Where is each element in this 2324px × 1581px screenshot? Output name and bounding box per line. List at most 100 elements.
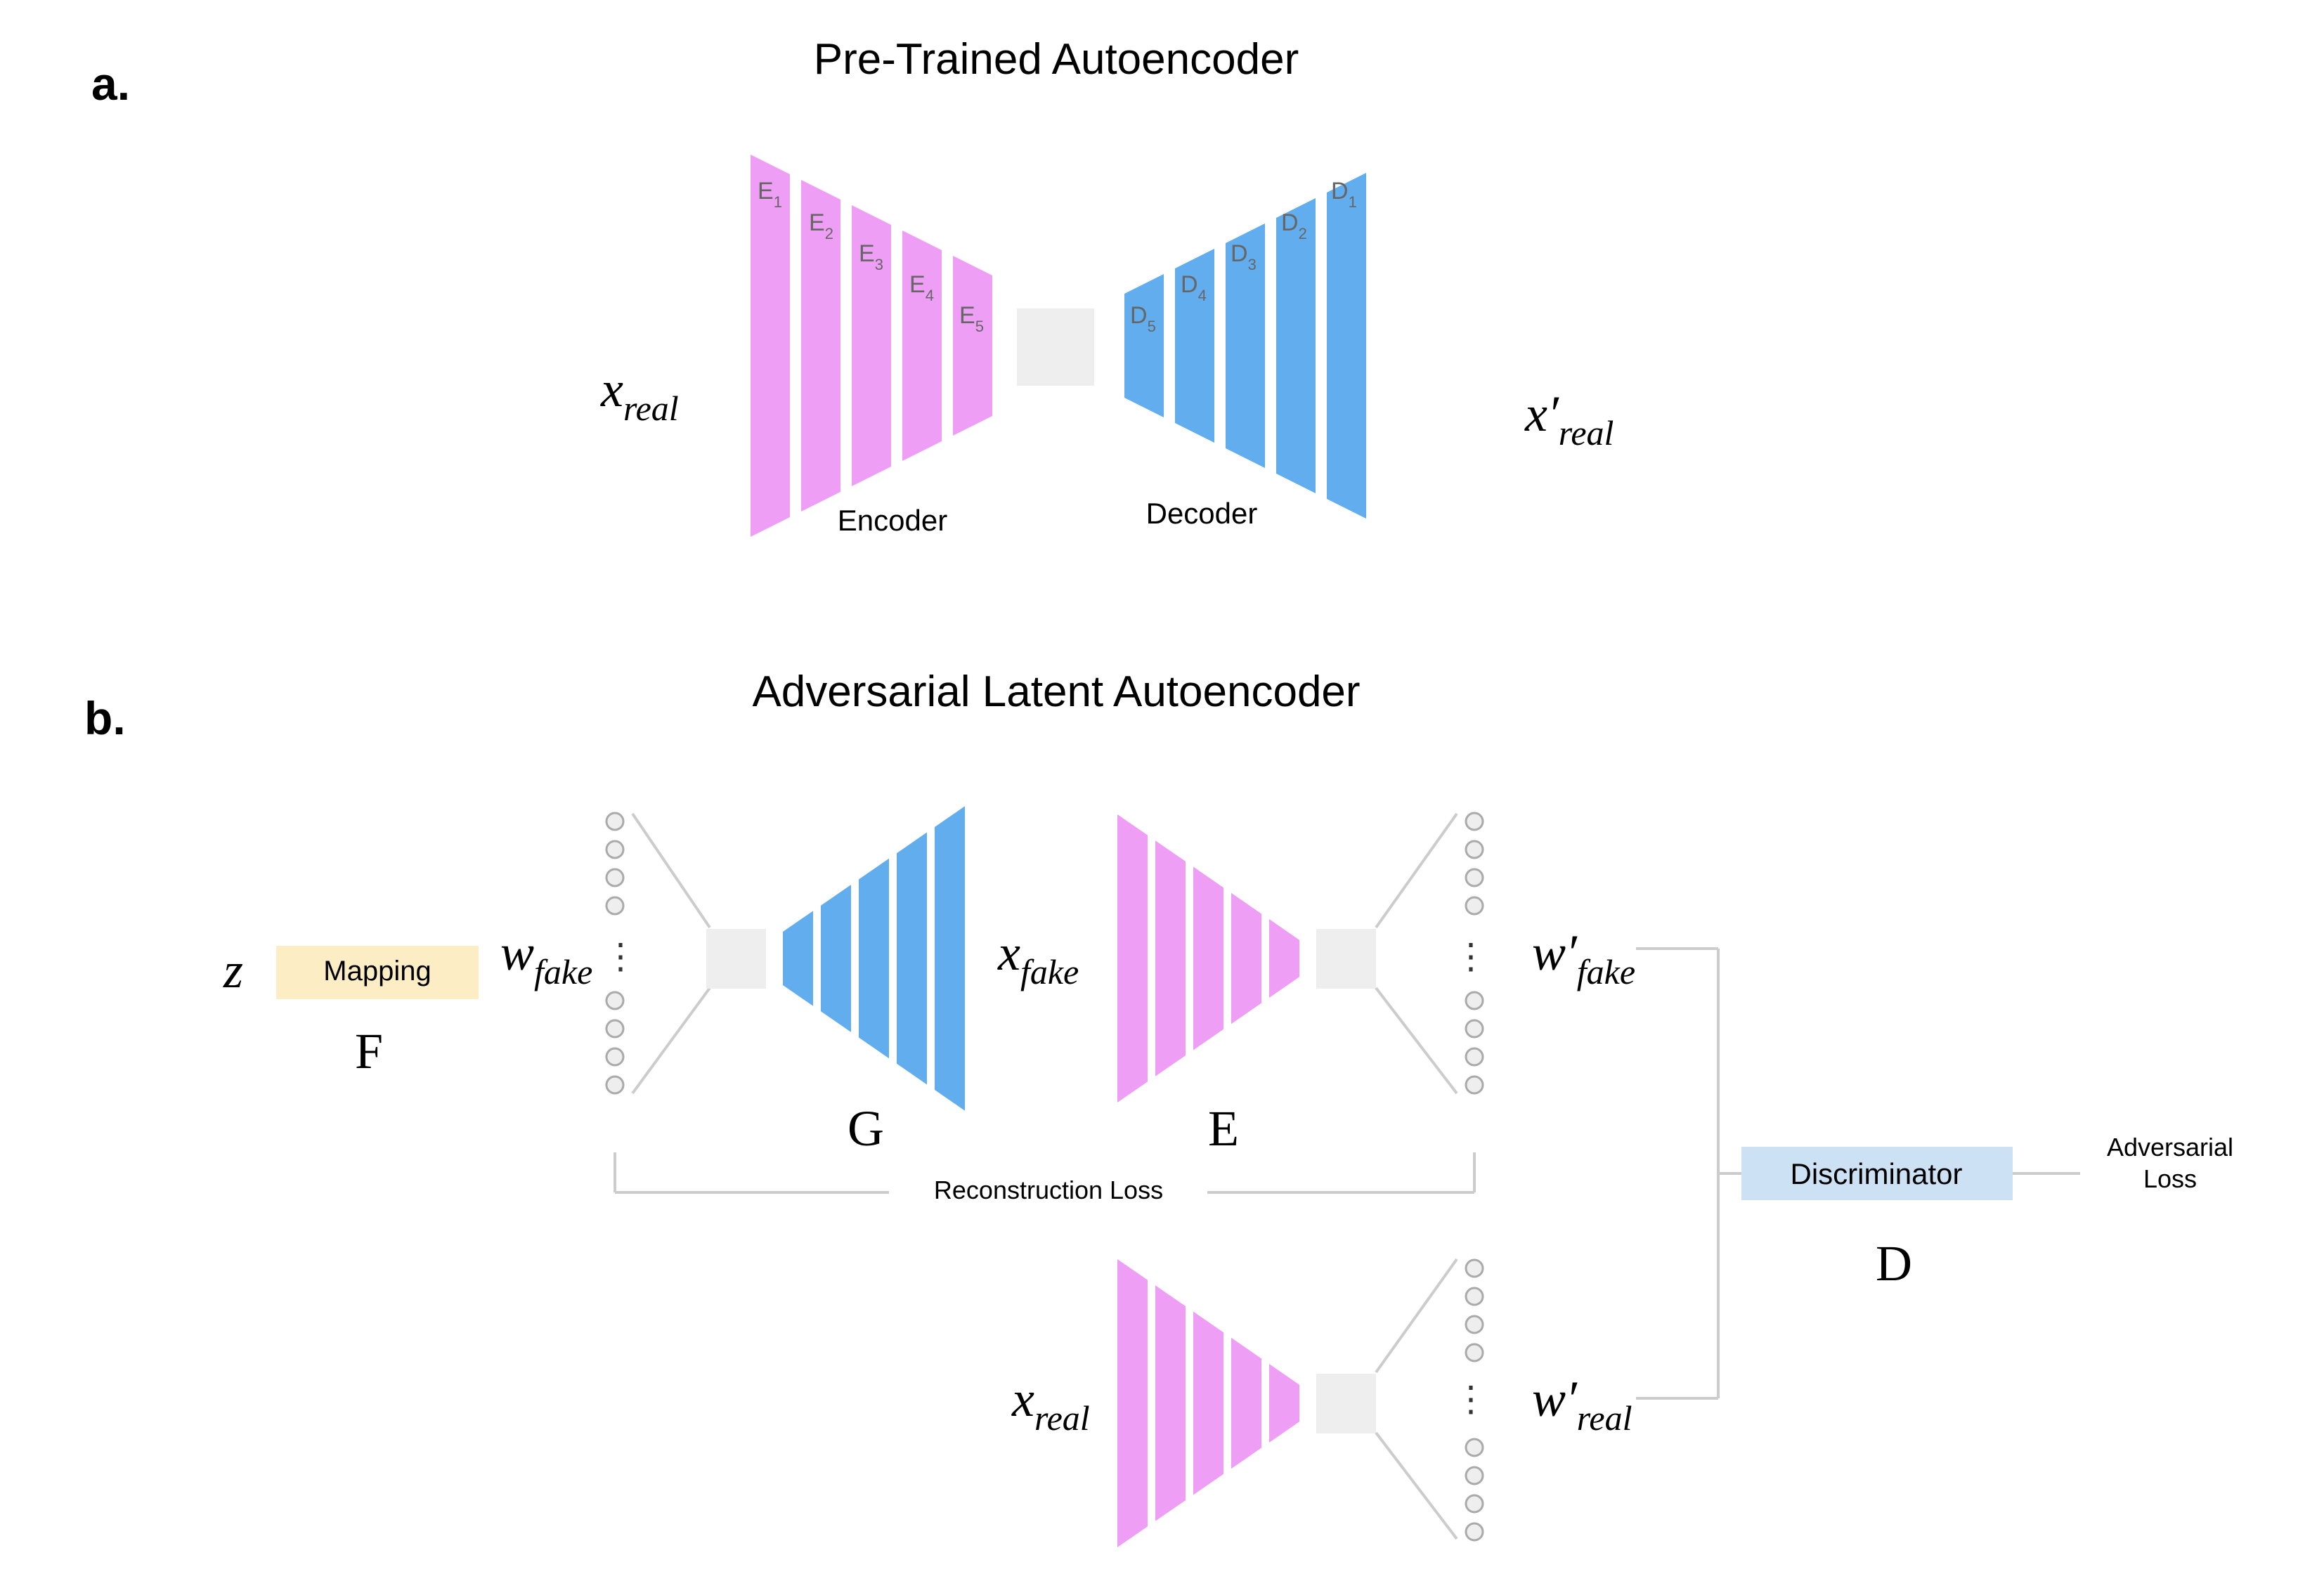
x-real-input-label: xreal	[600, 361, 679, 428]
connector-w-prime-real-bottom	[1375, 1431, 1458, 1540]
w-prime-real-node-3	[1465, 1315, 1484, 1334]
w-fake-label: wfake	[500, 925, 592, 991]
w-fake-node-7	[605, 1047, 625, 1067]
layer-label-e2: E2	[809, 209, 833, 242]
pretrained-decoder-layer-5	[1327, 173, 1366, 519]
encoder-real-layer-4	[1231, 1337, 1261, 1469]
encoder-fake-latent-box	[1316, 929, 1376, 989]
connector-w-fake-bottom	[631, 987, 711, 1095]
encoder-fake-layer-4	[1231, 892, 1261, 1024]
x-prime-real-output-label: x′real	[1524, 386, 1614, 453]
w-prime-real-node-7	[1465, 1494, 1484, 1514]
encoder-fake-layer-5	[1269, 919, 1299, 998]
encoder-real-layer-5	[1269, 1364, 1299, 1443]
d-label: D	[1876, 1235, 1912, 1292]
generator-latent-box	[706, 929, 766, 989]
ellipsis-w-prime-real: ⋮	[1453, 1379, 1488, 1419]
w-fake-node-6	[605, 1019, 625, 1039]
pretrained-encoder-layer-4	[902, 230, 942, 461]
w-prime-fake-node-7	[1465, 1047, 1484, 1067]
encoder-fake-layer-2	[1155, 840, 1186, 1076]
x-fake-label: xfake	[997, 925, 1079, 991]
encoder-label: Encoder	[838, 504, 947, 537]
panel-b-label: b.	[84, 692, 126, 744]
w-fake-node-5	[605, 991, 625, 1010]
encoder-real-layer-3	[1193, 1311, 1223, 1495]
connector-w-prime-fake-top	[1375, 812, 1458, 929]
connector-w-prime-real-top	[1375, 1258, 1458, 1374]
w-prime-fake-label: w′fake	[1532, 925, 1635, 991]
encoder-real-latent-box	[1316, 1374, 1376, 1433]
w-fake-node-2	[605, 840, 625, 859]
panel-a-label: a.	[91, 58, 130, 110]
w-prime-real-node-5	[1465, 1438, 1484, 1457]
adversarial-loss-line1: Adversarial	[2107, 1133, 2233, 1162]
decoder-layer-labels: D5 D4 D3 D2 D1	[1130, 178, 1357, 335]
w-prime-real-node-6	[1465, 1466, 1484, 1485]
encoder-real-layer-2	[1155, 1285, 1186, 1521]
generator-layer-1	[783, 911, 813, 1006]
discriminator-box	[1741, 1147, 2013, 1200]
layer-label-d4: D4	[1181, 271, 1207, 304]
generator-layer-4	[897, 832, 927, 1085]
layer-label-e5: E5	[959, 302, 984, 335]
ellipsis-w-prime-fake: ⋮	[1453, 937, 1488, 976]
pretrained-encoder-layer-5	[953, 256, 992, 436]
discriminator-label: Discriminator	[1790, 1157, 1962, 1190]
pretrained-decoder-layer-3	[1226, 223, 1265, 468]
generator-layer-5	[935, 806, 965, 1111]
generator-layer-2	[821, 885, 851, 1032]
encoder-real-layer-1	[1117, 1259, 1148, 1547]
decoder-label: Decoder	[1146, 497, 1258, 530]
connector-w-fake-top	[631, 812, 711, 929]
w-prime-fake-node-3	[1465, 868, 1484, 887]
w-prime-fake-node-2	[1465, 840, 1484, 859]
pretrained-decoder-layer-4	[1276, 198, 1316, 493]
w-prime-real-node-1	[1465, 1258, 1484, 1278]
reconstruction-loss-label: Reconstruction Loss	[934, 1176, 1163, 1204]
pretrained-encoder-layer-2	[801, 180, 840, 512]
w-prime-fake-node-4	[1465, 896, 1484, 916]
layer-label-d1: D1	[1331, 178, 1357, 211]
encoder-fake-layer-3	[1193, 866, 1223, 1050]
pretrained-latent-box	[1017, 308, 1094, 386]
adversarial-loss-line2: Loss	[2143, 1164, 2197, 1193]
e-label: E	[1208, 1100, 1239, 1157]
layer-label-e4: E4	[909, 271, 934, 304]
w-prime-real-node-8	[1465, 1522, 1484, 1542]
z-label: z	[223, 942, 243, 998]
mapping-label: Mapping	[323, 956, 431, 987]
ellipsis-w-fake: ⋮	[603, 937, 638, 976]
pretrained-encoder-layer-1	[751, 155, 790, 537]
panel-a-title: Pre-Trained Autoencoder	[814, 35, 1299, 84]
pretrained-decoder-layer-1	[1124, 274, 1164, 417]
f-label: F	[355, 1023, 383, 1079]
connector-w-prime-fake-bottom	[1375, 987, 1458, 1095]
layer-label-e1: E1	[758, 178, 782, 211]
encoder-layer-labels: E1 E2 E3 E4 E5	[758, 178, 984, 335]
w-prime-real-label: w′real	[1532, 1371, 1632, 1438]
w-fake-node-3	[605, 868, 625, 887]
w-prime-fake-node-5	[1465, 991, 1484, 1010]
w-prime-fake-node-1	[1465, 812, 1484, 831]
w-prime-fake-node-8	[1465, 1075, 1484, 1095]
pretrained-decoder-layer-2	[1175, 249, 1214, 443]
layer-label-d5: D5	[1130, 302, 1156, 335]
w-fake-node-4	[605, 896, 625, 916]
w-fake-node-1	[605, 812, 625, 831]
shapes-layer	[276, 155, 2080, 1547]
layer-label-d2: D2	[1281, 209, 1307, 242]
w-prime-real-node-4	[1465, 1343, 1484, 1362]
x-real-label: xreal	[1011, 1371, 1090, 1438]
layer-label-d3: D3	[1231, 240, 1257, 273]
g-label: G	[848, 1100, 884, 1157]
pretrained-encoder-layer-3	[852, 205, 891, 486]
w-fake-node-8	[605, 1075, 625, 1095]
w-prime-real-node-2	[1465, 1287, 1484, 1306]
encoder-fake-layer-1	[1117, 814, 1148, 1102]
mapping-box	[276, 946, 479, 999]
layer-label-e3: E3	[859, 240, 883, 273]
generator-layer-3	[859, 858, 889, 1059]
w-prime-fake-node-6	[1465, 1019, 1484, 1039]
